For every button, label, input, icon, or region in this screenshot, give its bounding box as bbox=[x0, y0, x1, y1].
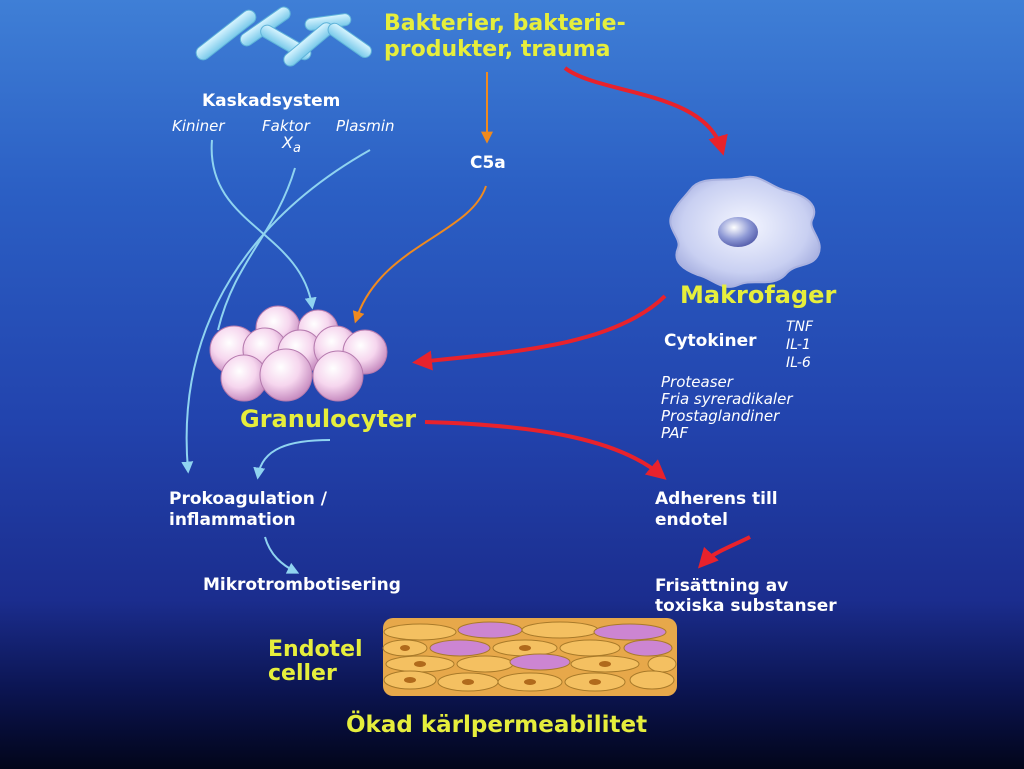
endotel-label-line2: celler bbox=[268, 661, 337, 686]
arrow-trauma-to-macrophage bbox=[563, 66, 728, 156]
mikrotrombotisering-label: Mikrotrombotisering bbox=[203, 575, 401, 595]
okad-karlpermeabilitet-label: Ökad kärlpermeabilitet bbox=[346, 712, 648, 738]
xa-subscript: a bbox=[292, 141, 301, 157]
kininer-label: Kininer bbox=[172, 117, 225, 135]
arrow-granulocytes-to-prokoagulation bbox=[253, 439, 331, 480]
il6-label: IL-6 bbox=[786, 355, 811, 371]
paf-label: PAF bbox=[661, 424, 689, 442]
arrow-faktor-to-granulocytes bbox=[217, 167, 296, 331]
adherens-label-line1: Adherens till bbox=[655, 489, 778, 509]
frisattning-label-line1: Frisättning av bbox=[655, 576, 789, 596]
arrow-kininer-to-granulocytes bbox=[210, 139, 317, 310]
plasmin-label: Plasmin bbox=[336, 117, 395, 135]
faktor-label: Faktor bbox=[262, 117, 310, 135]
arrow-prokoagulation-to-mikro bbox=[264, 536, 300, 574]
bacteria-label-line1: Bakterier, bakterie- bbox=[384, 11, 626, 36]
makrofager-label: Makrofager bbox=[680, 281, 837, 309]
faktor-xa-label: Xa bbox=[282, 134, 301, 156]
proteaser-label: Proteaser bbox=[661, 373, 733, 391]
granulocytes-illustration bbox=[209, 305, 388, 402]
endothelial-cells-illustration bbox=[382, 618, 677, 696]
arrow-granulocytes-to-adherens bbox=[424, 420, 667, 480]
prostaglandiner-label: Prostaglandiner bbox=[661, 407, 780, 425]
arrow-macrophage-to-granulocytes bbox=[412, 294, 667, 371]
tnf-label: TNF bbox=[786, 319, 814, 335]
endotel-label-line1: Endotel bbox=[268, 637, 363, 662]
bacteria-label-line2: produkter, trauma bbox=[384, 37, 611, 62]
il1-label: IL-1 bbox=[786, 337, 811, 353]
prokoagulation-label-line1: Prokoagulation / bbox=[169, 489, 327, 509]
arrow-adherens-to-release bbox=[697, 535, 751, 569]
bacteria-illustration bbox=[195, 6, 372, 67]
cytokiner-label: Cytokiner bbox=[664, 331, 757, 351]
prokoagulation-label-line2: inflammation bbox=[169, 510, 296, 530]
arrow-c5a-to-granulocytes bbox=[352, 185, 487, 324]
arrow-plasmin-to-prokoagulation bbox=[181, 149, 371, 474]
macrophage-illustration bbox=[669, 175, 821, 288]
fria-syreradikaler-label: Fria syreradikaler bbox=[661, 390, 793, 408]
xa-x: X bbox=[282, 133, 293, 152]
adherens-label-line2: endotel bbox=[655, 510, 728, 530]
granulocyter-label: Granulocyter bbox=[240, 405, 417, 433]
frisattning-label-line2: toxiska substanser bbox=[655, 596, 837, 616]
cascade-title: Kaskadsystem bbox=[202, 91, 341, 111]
c5a-label: C5a bbox=[470, 153, 506, 173]
